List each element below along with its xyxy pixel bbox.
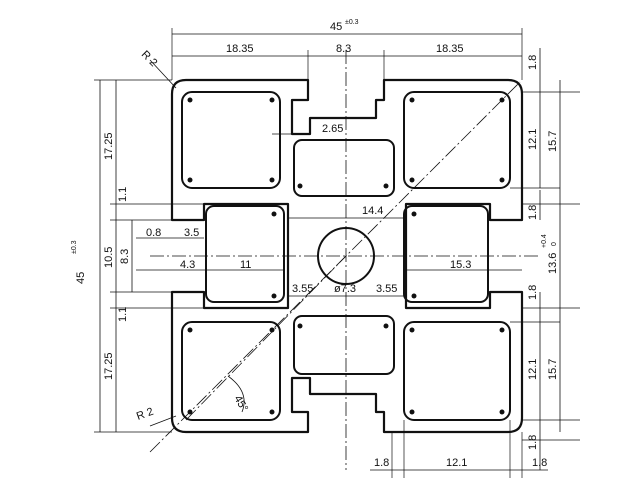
top-left-dimension: 18.35: [226, 43, 254, 55]
dim-11-label: 11: [240, 259, 251, 271]
pocket-left: [205, 205, 285, 303]
overall-width-tolerance: ±0.3: [345, 19, 359, 26]
top-extension-lines: [171, 28, 523, 80]
pocket-right: [403, 205, 489, 303]
top-mid-dimension: 8.3: [336, 43, 351, 55]
pocket-bottom: [293, 315, 395, 375]
radius-top-label: R 2: [139, 49, 160, 70]
slot-2-65-label: 2.65: [322, 123, 343, 135]
corner-dots: [187, 97, 505, 415]
left-17-25-top-label: 17.25: [103, 132, 115, 160]
right-13-6-tol-plus: +0.4: [541, 234, 548, 248]
dim-15-3-label: 15.3: [450, 259, 471, 271]
right-extension-lines: [510, 91, 580, 441]
top-right-dimension: 18.35: [436, 43, 464, 55]
dim-0-8-label: 0.8: [146, 227, 161, 239]
right-12-1-bottom-label: 12.1: [527, 359, 539, 380]
profile-outline: [170, 78, 524, 434]
right-dimension-lines: [539, 48, 561, 470]
right-mid-gap-bottom-label: 1.8: [527, 285, 539, 300]
hollow-bottom-left: [181, 321, 281, 421]
overall-height-tolerance: ±0.3: [71, 240, 78, 254]
bottom-extension-lines: [391, 420, 523, 478]
bottom-1-8-left-label: 1.8: [374, 457, 389, 469]
left-10-5-label: 10.5: [103, 247, 115, 268]
pocket-top: [293, 139, 395, 197]
right-13-6-label: 13.6: [547, 253, 559, 274]
angle-label: 45°: [231, 394, 250, 414]
internal-dimension-lines: [149, 59, 522, 427]
radius-bottom-label: R 2: [135, 406, 155, 423]
left-1-1-top-label: 1.1: [117, 187, 129, 202]
dim-3-5-label: 3.5: [184, 227, 199, 239]
top-dimension-lines: [172, 33, 522, 57]
right-top-gap-label: 1.8: [527, 55, 539, 70]
hollow-top-left: [181, 91, 281, 189]
overall-width-label: 45: [330, 21, 342, 33]
left-dimension-lines: [99, 80, 284, 432]
width-14-4-label: 14.4: [362, 205, 383, 217]
bottom-1-8-right-label: 1.8: [532, 457, 547, 469]
dim-3-55-right-label: 3.55: [376, 283, 397, 295]
left-8-3-label: 8.3: [119, 249, 131, 264]
right-15-7-top-label: 15.7: [547, 131, 559, 152]
bottom-12-1-label: 12.1: [446, 457, 467, 469]
overall-height-label: 45: [75, 272, 87, 284]
angle-arc: [227, 375, 245, 413]
center-bore: [317, 227, 375, 285]
bore-diameter-label: ø7.3: [334, 283, 356, 295]
right-13-6-tol-minus: 0: [551, 242, 558, 246]
left-extension-lines: [94, 79, 204, 433]
right-15-7-bottom-label: 15.7: [547, 359, 559, 380]
dim-4-3-label: 4.3: [180, 259, 195, 271]
left-17-25-bottom-label: 17.25: [103, 352, 115, 380]
hollow-bottom-right: [403, 321, 511, 421]
right-bottom-gap-label: 1.8: [527, 435, 539, 450]
diagonal-centerline-2: [185, 255, 347, 421]
right-mid-gap-top-label: 1.8: [527, 205, 539, 220]
left-1-1-bottom-label: 1.1: [117, 307, 129, 322]
dim-3-55-left-label: 3.55: [292, 283, 313, 295]
diagonal-centerline-1: [149, 81, 521, 453]
right-12-1-top-label: 12.1: [527, 129, 539, 150]
hollow-top-right: [403, 91, 511, 189]
